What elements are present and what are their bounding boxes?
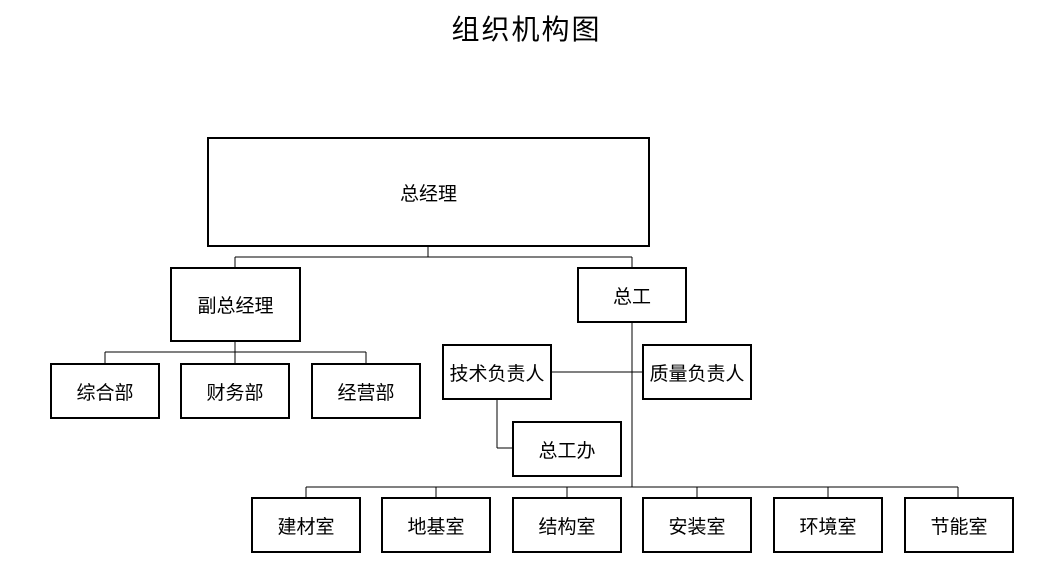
- node-quality-lead: 质量负责人: [642, 344, 752, 400]
- node-building-materials-room: 建材室: [251, 497, 361, 553]
- chart-title: 组织机构图: [451, 13, 602, 46]
- node-chief-engineer-office: 总工办: [512, 421, 622, 477]
- node-chief-engineer: 总工: [577, 267, 687, 323]
- node-energy-saving-room: 节能室: [904, 497, 1014, 553]
- node-environment-room: 环境室: [773, 497, 883, 553]
- node-general-dept: 综合部: [50, 363, 160, 419]
- node-foundation-room: 地基室: [381, 497, 491, 553]
- node-tech-lead: 技术负责人: [442, 344, 552, 400]
- node-installation-room: 安装室: [642, 497, 752, 553]
- node-structure-room: 结构室: [512, 497, 622, 553]
- node-deputy-manager: 副总经理: [170, 267, 301, 342]
- node-general-manager: 总经理: [207, 137, 650, 247]
- node-business-dept: 经营部: [311, 363, 421, 419]
- node-finance-dept: 财务部: [180, 363, 290, 419]
